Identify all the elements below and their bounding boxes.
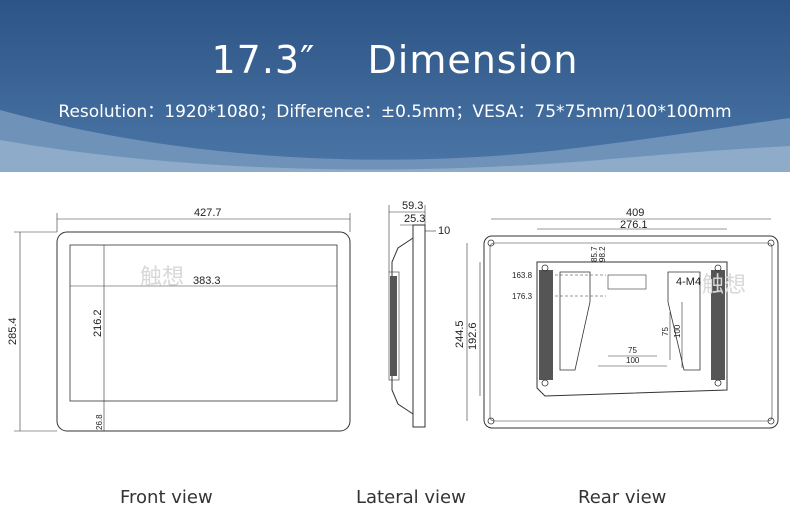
lateral-depth-total-label: 59.3 bbox=[402, 200, 423, 212]
lateral-front-edge-label: 10 bbox=[438, 225, 450, 237]
front-screen-width-label: 383.3 bbox=[193, 275, 221, 287]
screw-hole bbox=[714, 264, 722, 272]
title-size: 17.3″ bbox=[211, 38, 316, 82]
screw-hole bbox=[541, 379, 549, 387]
front-view bbox=[14, 213, 351, 432]
watermark-text: 触想 bbox=[140, 265, 184, 290]
title-word: Dimension bbox=[367, 38, 579, 82]
rear-width-label: 409 bbox=[626, 207, 644, 219]
rear-view bbox=[466, 218, 779, 429]
banner-background bbox=[0, 0, 790, 172]
screw-hole bbox=[541, 264, 549, 272]
rear-v4-label: 98.2 bbox=[598, 246, 607, 262]
rear-v1-label: 163.8 bbox=[512, 271, 533, 280]
page-subtitle: Resolution：1920*1080；Difference：±0.5mm；V… bbox=[58, 102, 732, 122]
front-outer-frame bbox=[56, 231, 351, 432]
rear-vent-left bbox=[539, 270, 553, 380]
screw-hole bbox=[767, 239, 775, 247]
front-view-caption: Front view bbox=[120, 487, 213, 508]
rear-vent-right bbox=[711, 270, 725, 380]
lateral-vent-fill bbox=[390, 276, 397, 376]
rear-view-caption: Rear view bbox=[578, 487, 667, 508]
rear-handle-left bbox=[559, 271, 591, 371]
rear-vesa-large-v-label: 100 bbox=[673, 324, 682, 338]
rear-outer-frame bbox=[483, 235, 779, 429]
rear-handle-right bbox=[667, 271, 701, 371]
lateral-front-panel bbox=[412, 224, 426, 428]
screw-hole bbox=[487, 239, 495, 247]
rear-vesa-large-label: 100 bbox=[626, 356, 640, 365]
rear-mount-width-label: 276.1 bbox=[620, 219, 648, 231]
front-bezel-label: 26.8 bbox=[95, 414, 104, 430]
header-banner: 17.3″ Dimension Resolution：1920*1080；Dif… bbox=[0, 0, 790, 172]
screw-hole bbox=[714, 379, 722, 387]
rear-screw-label: 4-M4 bbox=[676, 276, 701, 288]
rear-height-label: 244.5 bbox=[454, 320, 466, 348]
lateral-vent bbox=[388, 271, 400, 381]
rear-mount-height-label: 192.6 bbox=[467, 322, 479, 350]
page-title: 17.3″ Dimension bbox=[0, 38, 790, 82]
screw-hole bbox=[487, 417, 495, 425]
front-width-label: 427.7 bbox=[194, 207, 222, 219]
front-screen-height-label: 216.2 bbox=[92, 309, 104, 337]
rear-port-panel bbox=[607, 274, 647, 290]
rear-v3-label: 85.7 bbox=[590, 246, 599, 262]
dimension-drawing: 触想 触想 427.7 383.3 285.4 216.2 26.8 59.3 … bbox=[7, 200, 779, 432]
front-height-label: 285.4 bbox=[7, 317, 19, 345]
rear-vesa-small-label: 75 bbox=[628, 346, 637, 355]
watermark-text-rear: 触想 bbox=[702, 273, 746, 298]
rear-v2-label: 176.3 bbox=[512, 292, 533, 301]
screw-hole bbox=[767, 417, 775, 425]
rear-housing bbox=[536, 261, 728, 397]
front-screen bbox=[69, 244, 338, 402]
rear-vesa-small-v-label: 75 bbox=[661, 327, 670, 336]
lateral-depth-body-label: 25.3 bbox=[404, 213, 425, 225]
lateral-view-caption: Lateral view bbox=[356, 487, 466, 508]
